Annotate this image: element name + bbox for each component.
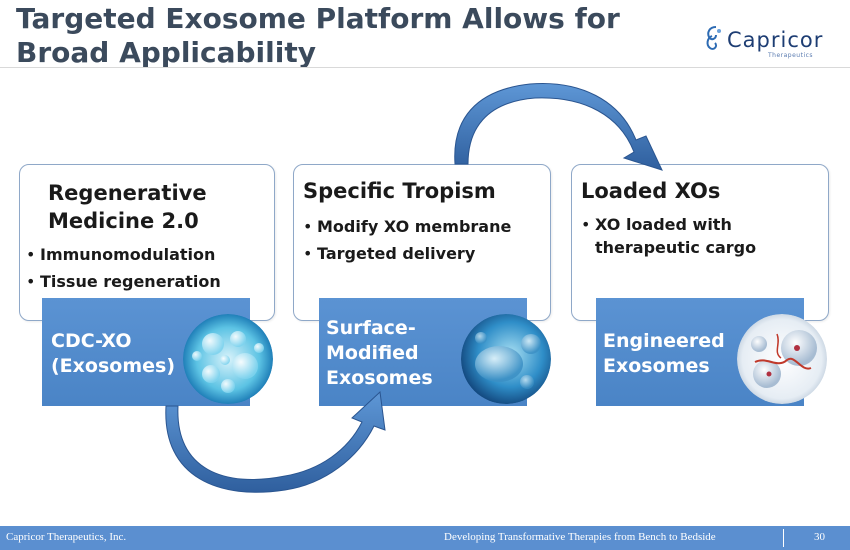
cell-image-icon	[461, 314, 551, 404]
logo-wordmark: Capricor	[727, 28, 824, 52]
curved-arrow-icon	[165, 390, 386, 493]
list-item: Targeted delivery	[303, 240, 511, 267]
card-heading: Loaded XOs	[581, 179, 721, 203]
footer-tagline: Developing Transformative Therapies from…	[444, 531, 716, 543]
curved-arrow-icon	[454, 82, 663, 171]
logo-tagline: Therapeutics	[768, 52, 814, 59]
card-loaded-xos: Loaded XOs XO loaded with therapeutic ca…	[571, 164, 829, 321]
list-item: XO loaded with therapeutic cargo	[581, 213, 785, 259]
footer-company: Capricor Therapeutics, Inc.	[6, 531, 127, 543]
card-heading: Specific Tropism	[303, 179, 496, 203]
card-heading: Regenerative Medicine 2.0	[48, 181, 207, 233]
box-label: CDC-XO (Exosomes)	[51, 330, 176, 377]
slide-title: Targeted Exosome Platform Allows for Bro…	[16, 2, 620, 69]
list-item: Modify XO membrane	[303, 213, 511, 240]
bullet-list: XO loaded with therapeutic cargo	[581, 213, 785, 259]
page-number: 30	[814, 531, 825, 543]
footer-divider	[783, 529, 784, 547]
list-item: Immunomodulation	[26, 241, 221, 268]
bullet-list: Modify XO membrane Targeted delivery	[303, 213, 511, 267]
box-label: Surface-Modified Exosomes	[326, 317, 433, 389]
card-regenerative-medicine: Regenerative Medicine 2.0 Immunomodulati…	[19, 164, 275, 321]
title-divider	[0, 67, 850, 68]
box-label: Engineered Exosomes	[603, 330, 725, 377]
capricor-logo: Capricor Therapeutics	[704, 24, 822, 62]
bullet-list: Immunomodulation Tissue regeneration	[26, 241, 221, 295]
capricor-logo-icon	[706, 26, 721, 50]
cell-image-icon	[737, 314, 827, 404]
card-specific-tropism: Specific Tropism Modify XO membrane Targ…	[293, 164, 551, 321]
footer-bar: Capricor Therapeutics, Inc. Developing T…	[0, 526, 850, 550]
list-item: Tissue regeneration	[26, 268, 221, 295]
cell-image-icon	[183, 314, 273, 404]
